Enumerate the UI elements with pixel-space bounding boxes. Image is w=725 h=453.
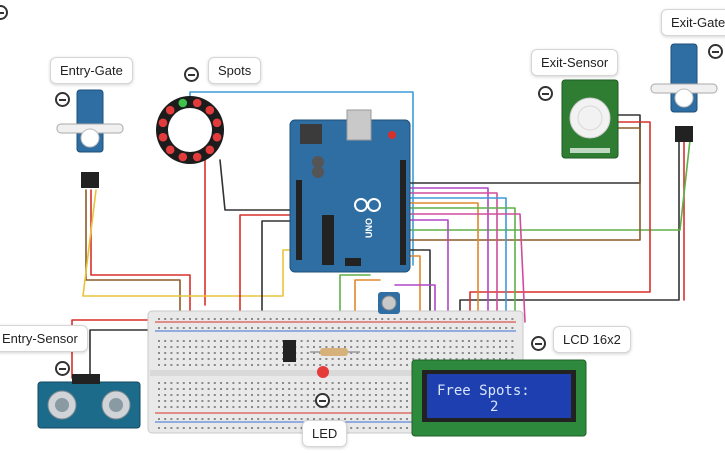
wire-pink-1 bbox=[406, 192, 498, 323]
wire-spots-black bbox=[219, 159, 301, 211]
wires bbox=[71, 91, 691, 379]
wire-entry-gate-red bbox=[90, 189, 191, 323]
wire-entry-gate-brown bbox=[85, 189, 181, 323]
wire-purple-pot bbox=[394, 284, 436, 323]
led-label: LED bbox=[302, 420, 348, 447]
wire-exit-sensor-red bbox=[469, 121, 651, 323]
arduino-logo bbox=[354, 198, 381, 212]
wire-entry-gate-yellow bbox=[82, 189, 301, 297]
wire-red-power bbox=[239, 214, 301, 323]
entry-sensor-ultrasonic bbox=[37, 374, 141, 429]
entry-gate-remove-icon[interactable] bbox=[55, 92, 70, 107]
spot-led bbox=[178, 152, 188, 162]
exit-sensor-pir bbox=[561, 79, 619, 159]
red-led bbox=[317, 366, 329, 378]
spots-led-ring bbox=[156, 96, 224, 164]
wire-orange-1 bbox=[406, 202, 479, 323]
exit-sensor-remove-icon[interactable] bbox=[538, 86, 553, 101]
lcd-label: LCD 16x2 bbox=[553, 326, 631, 353]
spot-led bbox=[212, 132, 222, 142]
spot-led bbox=[192, 98, 202, 108]
lcd-16x2: Free Spots: 2 bbox=[411, 359, 587, 437]
wire-pink-2 bbox=[406, 213, 526, 323]
wire-exit-gate-black bbox=[459, 139, 680, 323]
entry-sensor-remove-icon[interactable] bbox=[55, 361, 70, 376]
potentiometer bbox=[378, 292, 400, 314]
exit-gate-label: Exit-Gate bbox=[661, 9, 725, 36]
wire-entry-sensor-black bbox=[89, 329, 151, 379]
entry-gate-label: Entry-Gate bbox=[50, 57, 133, 84]
spots-remove-icon[interactable] bbox=[184, 67, 199, 82]
exit-sensor-label: Exit-Sensor bbox=[531, 49, 619, 76]
push-button bbox=[283, 340, 296, 362]
resistor bbox=[310, 348, 360, 356]
wire-exit-sensor-brown bbox=[406, 127, 641, 241]
lcd-remove-icon[interactable] bbox=[531, 336, 546, 351]
spot-led bbox=[205, 145, 215, 155]
wire-purple-1 bbox=[406, 187, 489, 323]
spot-led bbox=[205, 105, 215, 115]
wire-black-2 bbox=[406, 249, 431, 323]
wire-orange-2 bbox=[406, 255, 421, 323]
exit-gate-remove-icon[interactable] bbox=[708, 44, 723, 59]
arduino-uno: UNO bbox=[289, 109, 411, 273]
spot-led bbox=[158, 132, 168, 142]
board-brand: UNO bbox=[364, 218, 374, 238]
entry-gate-servo bbox=[56, 89, 124, 188]
top-left-remove-icon[interactable] bbox=[0, 5, 8, 20]
spots-label: Spots bbox=[208, 57, 262, 84]
wire-green-led bbox=[339, 274, 371, 323]
lcd-line-1: Free Spots: bbox=[437, 383, 530, 399]
spot-led bbox=[212, 118, 222, 128]
wire-green-1 bbox=[406, 207, 516, 323]
lcd-line-2: 2 bbox=[490, 399, 498, 415]
exit-gate-servo bbox=[650, 43, 718, 142]
spot-led bbox=[158, 118, 168, 128]
entry-sensor-label: Entry-Sensor bbox=[0, 325, 88, 352]
spot-led bbox=[192, 152, 202, 162]
spot-led bbox=[165, 105, 175, 115]
wire-exit-gate-green bbox=[406, 139, 691, 231]
wire-black-gnd bbox=[261, 220, 301, 323]
spot-led bbox=[178, 98, 188, 108]
spot-led bbox=[165, 145, 175, 155]
led-remove-icon[interactable] bbox=[315, 393, 330, 408]
wire-purple-2 bbox=[406, 219, 449, 323]
wire-entry-sensor-red bbox=[71, 319, 171, 379]
wire-blue-1 bbox=[406, 197, 507, 323]
